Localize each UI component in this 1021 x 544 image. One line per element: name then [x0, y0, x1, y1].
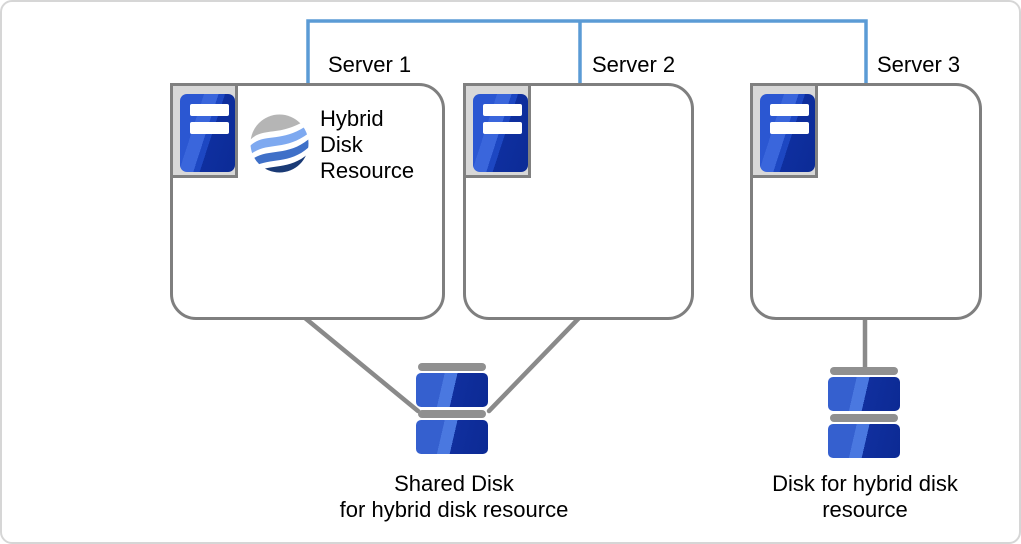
server-tower-body: [473, 94, 528, 172]
server-tower-body: [180, 94, 235, 172]
hybrid-disk-resource-label: Hybrid Disk Resource: [320, 106, 415, 183]
wave-sphere-icon: [250, 114, 309, 173]
server3-label: Server 3: [877, 52, 961, 77]
hybrid-disk-label: Disk for hybrid disk resource: [772, 471, 958, 522]
server1-server-tower-icon: [170, 83, 238, 178]
server2-box: [463, 83, 694, 320]
shared-disk-label: Shared Disk for hybrid disk resource: [339, 471, 569, 522]
disk-platter: [828, 424, 900, 458]
disk-cap: [830, 414, 898, 422]
disk-cap: [418, 410, 486, 418]
disk-cap: [418, 363, 486, 371]
server-slot-bar: [190, 122, 229, 134]
network-line: [306, 19, 868, 84]
hybrid-disk-stack-icon: [828, 367, 900, 458]
server2-server-tower-icon: [463, 83, 531, 178]
server-tower-body: [760, 94, 815, 172]
server2-label: Server 2: [592, 52, 676, 77]
disk-platter: [828, 377, 900, 411]
server3-server-tower-icon: [750, 83, 818, 178]
disk-platter: [416, 373, 488, 407]
disk-cap: [830, 367, 898, 375]
disk-platter: [416, 420, 488, 454]
disk-connector-lines: [302, 315, 868, 414]
server1-label: Server 1: [328, 52, 412, 77]
server-slot-bar: [483, 122, 522, 134]
server-slot-bar: [770, 122, 809, 134]
server-slot-bar: [190, 104, 229, 116]
shared-disk-stack-icon: [416, 363, 488, 454]
server-slot-bar: [483, 104, 522, 116]
server-slot-bar: [770, 104, 809, 116]
